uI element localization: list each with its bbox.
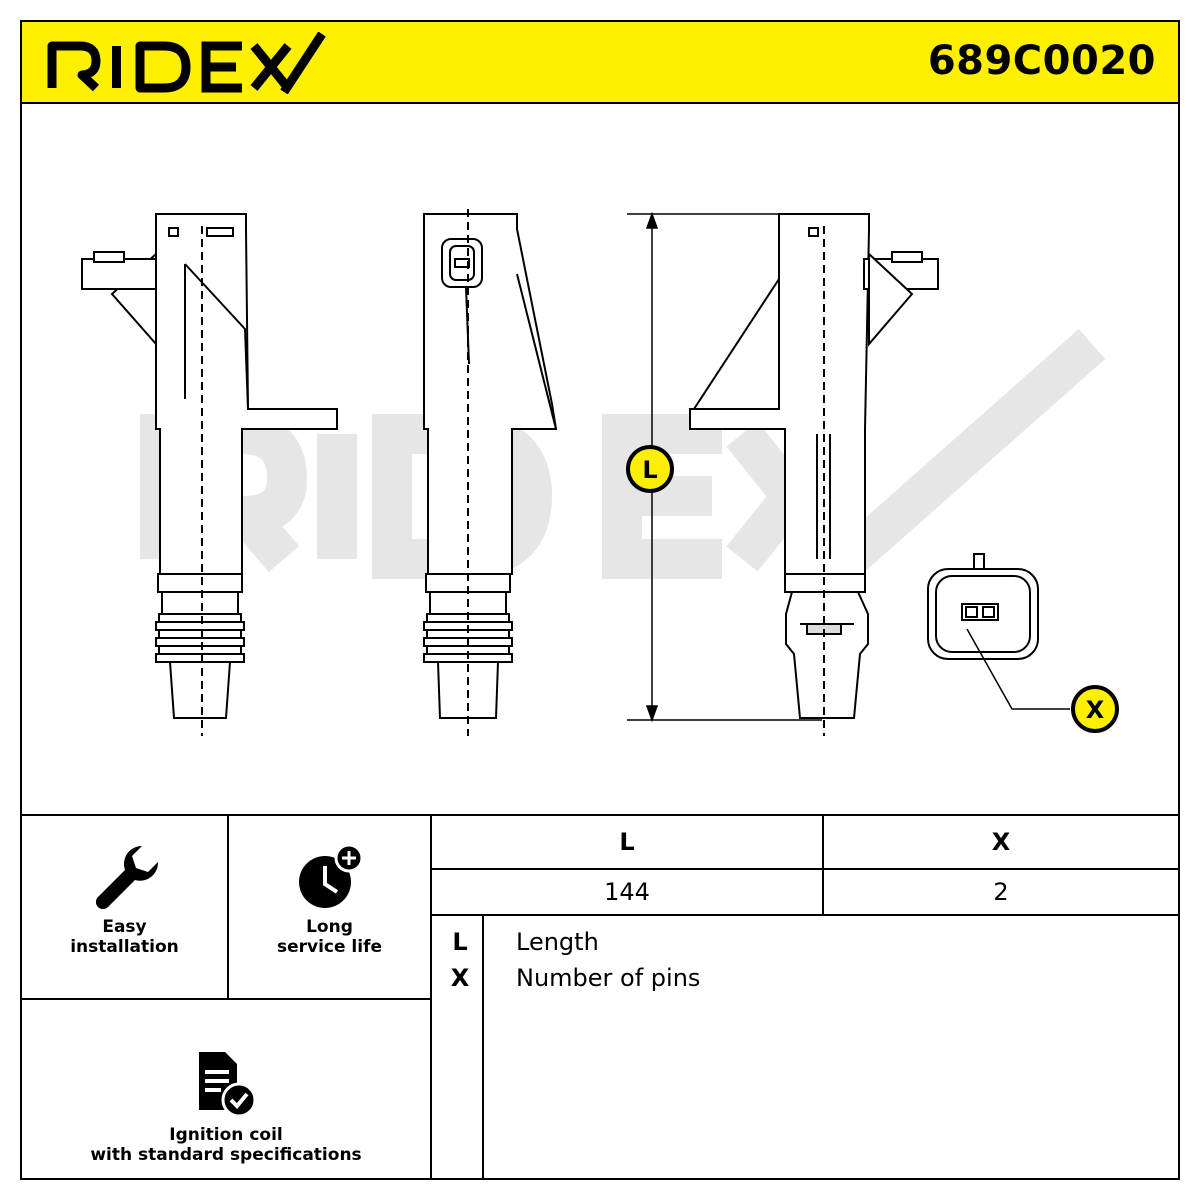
divider xyxy=(822,816,824,914)
features-panel: Easy installation Long service life Igni… xyxy=(22,814,432,1178)
divider xyxy=(227,816,229,1000)
coil-front-view xyxy=(423,209,558,736)
wrench-icon xyxy=(95,846,158,910)
divider xyxy=(482,916,484,1180)
feature-long-service-life: Long service life xyxy=(229,842,430,957)
legend-label-pins: Number of pins xyxy=(516,964,701,992)
clock-plus-icon xyxy=(298,843,363,908)
table-header-l: L xyxy=(619,828,635,856)
technical-drawing: L X xyxy=(22,104,1178,814)
legend-key-l: L xyxy=(452,928,468,956)
legend-key-x: X xyxy=(450,964,470,992)
feature-label: Ignition coil with standard specificatio… xyxy=(90,1125,362,1165)
feature-label: Easy installation xyxy=(70,917,179,957)
brand-logo xyxy=(47,32,326,94)
datasheet-frame: 689C0020 xyxy=(20,20,1180,1180)
callout-l: L xyxy=(626,445,674,493)
watermark-logo xyxy=(140,329,1106,589)
header-bar: 689C0020 xyxy=(22,22,1178,104)
table-value-x: 2 xyxy=(993,878,1009,906)
feature-easy-installation: Easy installation xyxy=(22,842,227,957)
coil-drawing-svg: L X xyxy=(81,209,1119,736)
connector-detail xyxy=(927,553,1070,710)
table-header-x: X xyxy=(991,828,1011,856)
feature-standard-spec: Ignition coil with standard specificatio… xyxy=(22,1050,430,1165)
divider xyxy=(432,868,1178,870)
callout-l-label: L xyxy=(642,456,657,484)
part-number: 689C0020 xyxy=(927,38,1156,84)
divider xyxy=(432,914,1178,916)
coil-section-view xyxy=(689,213,939,736)
divider xyxy=(22,998,430,1000)
coil-side-view-left xyxy=(81,213,338,736)
spec-table: L X 144 2 L Length X Number of pins xyxy=(432,814,1178,1180)
callout-x: X xyxy=(1071,685,1119,733)
document-check-icon xyxy=(199,1052,257,1118)
feature-label: Long service life xyxy=(276,917,383,957)
callout-x-label: X xyxy=(1086,696,1105,724)
legend-label-length: Length xyxy=(516,928,599,956)
table-value-l: 144 xyxy=(604,878,650,906)
